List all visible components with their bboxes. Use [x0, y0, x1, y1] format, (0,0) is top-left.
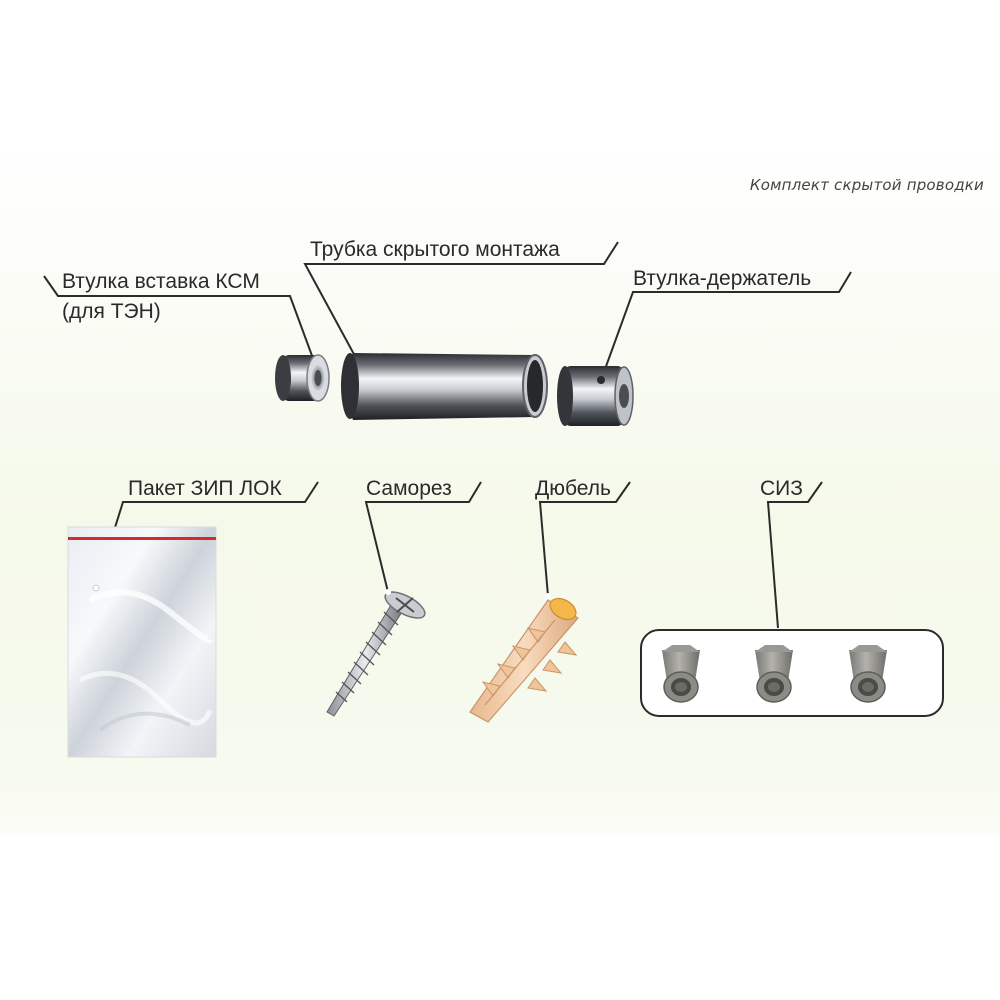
- connector-1: [662, 645, 700, 703]
- screw-part: [326, 589, 426, 717]
- tube-part: [341, 353, 548, 420]
- dowel-part: [469, 593, 579, 723]
- label-sleeve-insert: Втулка вставка КСМ: [62, 270, 260, 293]
- holder-sleeve-part: [557, 366, 634, 426]
- connector-2: [755, 645, 793, 703]
- leader-screw: [364, 481, 482, 593]
- leader-tube: [303, 241, 619, 394]
- zip-bag-part: [67, 526, 217, 758]
- kit-subtitle: Комплект скрытой проводки: [749, 176, 984, 194]
- connector-3: [849, 645, 887, 703]
- connectors-part: [640, 629, 944, 717]
- label-sleeve-insert-note: (для ТЭН): [62, 300, 161, 323]
- sleeve-insert-part: [275, 354, 330, 402]
- zip-stripe: [68, 537, 216, 540]
- leader-holder: [591, 271, 852, 406]
- label-dowel: Дюбель: [535, 477, 611, 500]
- label-connector: СИЗ: [760, 477, 803, 500]
- leader-connector: [766, 481, 823, 629]
- label-zip-bag: Пакет ЗИП ЛОК: [128, 477, 282, 500]
- label-holder: Втулка-держатель: [633, 267, 812, 290]
- label-screw: Саморез: [366, 477, 452, 500]
- leader-dowel: [538, 481, 631, 597]
- label-tube: Трубка скрытого монтажа: [310, 238, 560, 261]
- leader-sleeve-insert: [43, 275, 319, 373]
